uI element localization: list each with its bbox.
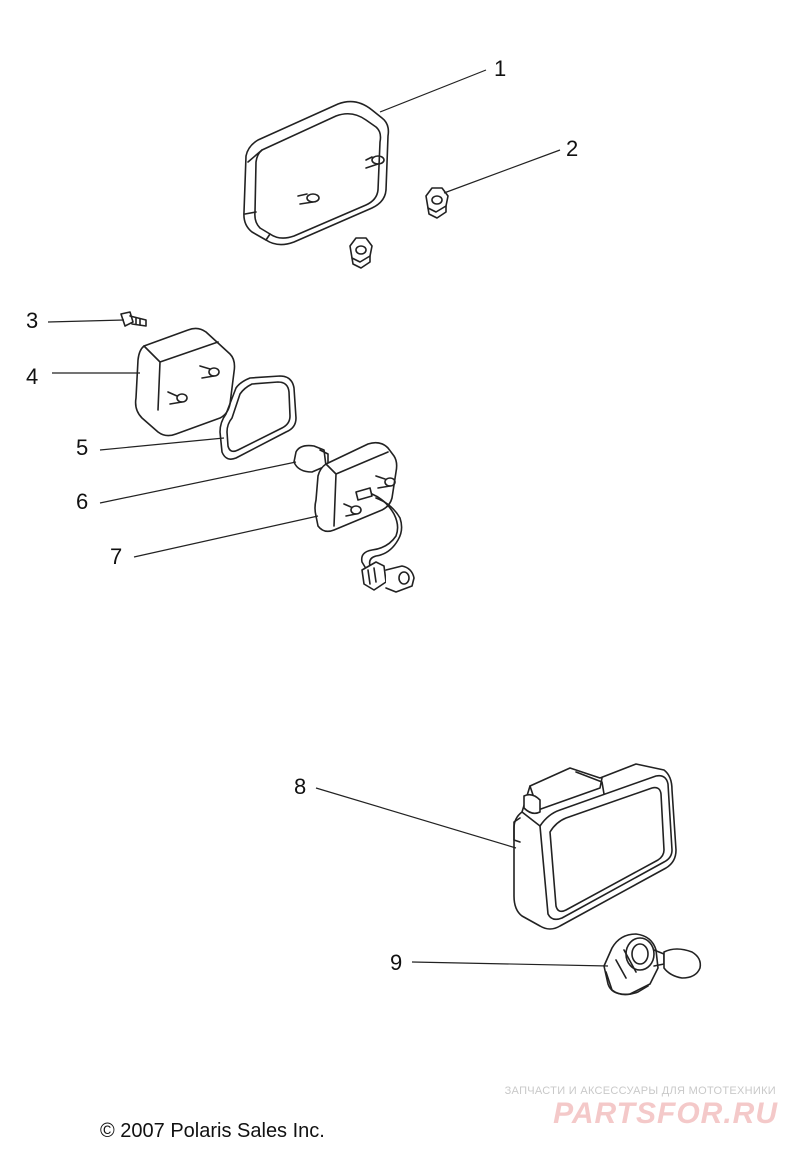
callout-9: 9 — [390, 950, 403, 975]
leader-line-9 — [411, 961, 609, 967]
callout-5: 5 — [76, 435, 89, 460]
leader-line-2 — [443, 149, 561, 194]
leader-line-5 — [99, 437, 225, 451]
copyright-text: © 2007 Polaris Sales Inc. — [100, 1120, 325, 1142]
part-8-headlight — [513, 763, 677, 930]
watermark-tagline: ЗАПЧАСТИ И АКСЕССУАРЫ ДЛЯ МОТОТЕХНИКИ — [504, 1085, 776, 1097]
leader-line-8 — [315, 787, 517, 849]
callout-7: 7 — [110, 544, 123, 569]
callout-1: 1 — [494, 56, 507, 81]
leader-lines — [47, 69, 609, 967]
leader-line-3 — [47, 319, 125, 323]
watermark-logo: PARTSFOR.RU — [553, 1097, 778, 1130]
part-5-gasket — [219, 375, 297, 460]
part-7-socket-harness — [314, 441, 415, 593]
part-3-screw — [120, 311, 147, 327]
callout-6: 6 — [76, 489, 89, 514]
leader-line-7 — [133, 515, 319, 558]
part-9-headlight-bulb — [603, 933, 702, 996]
part-2-nut — [349, 187, 449, 269]
leader-line-1 — [379, 69, 487, 113]
part-4-inner-housing — [134, 327, 236, 437]
leader-line-6 — [99, 461, 297, 504]
part-1-tail-light-housing — [243, 100, 390, 246]
callout-8: 8 — [294, 774, 307, 799]
callout-3: 3 — [26, 308, 39, 333]
callout-2: 2 — [566, 136, 579, 161]
callout-4: 4 — [26, 364, 39, 389]
